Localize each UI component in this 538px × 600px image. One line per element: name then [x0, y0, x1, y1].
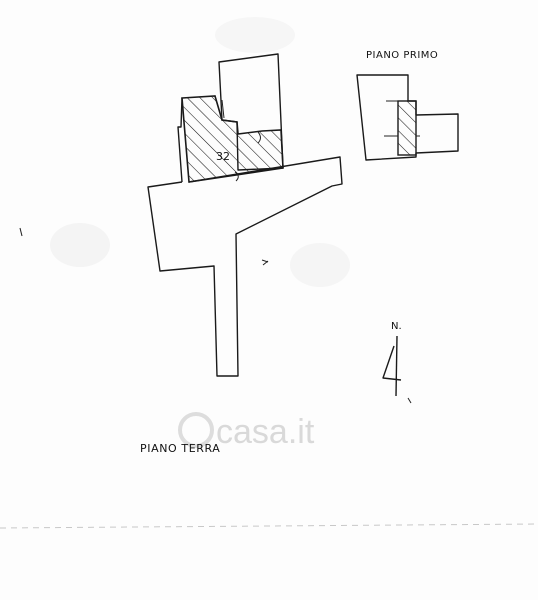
first-floor-plan [356, 74, 459, 161]
watermark: casa.it [178, 412, 315, 451]
north-label: N. [391, 321, 402, 332]
north-arrow-icon [382, 335, 412, 404]
first-floor-outline [356, 74, 459, 161]
first-floor-hatched-area [397, 100, 417, 156]
unit-number: 32 [216, 150, 230, 163]
scan-shadows [50, 17, 350, 287]
ground-floor-plan [19, 53, 343, 377]
upper-room-inner-line [221, 99, 225, 119]
unit-32-hatched-area [181, 95, 284, 183]
scan-edge-line [0, 523, 538, 529]
ground-floor-outline [147, 156, 343, 377]
first-floor-label: PIANO PRIMO [366, 50, 438, 61]
watermark-text: casa.it [216, 413, 315, 451]
ground-floor-label: PIANO TERRA [140, 442, 220, 455]
